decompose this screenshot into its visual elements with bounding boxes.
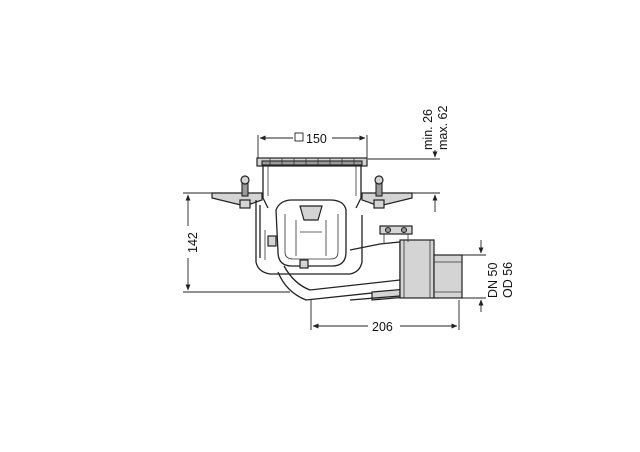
square-symbol — [294, 132, 304, 142]
drain-body — [211, 157, 463, 301]
grate — [261, 160, 363, 166]
top-width-label: 150 — [306, 132, 327, 146]
outlet-spigot — [433, 254, 463, 299]
height-label: 142 — [186, 232, 200, 253]
outlet-bracket — [379, 225, 413, 244]
odour-trap — [275, 199, 347, 267]
dimension-length: 206 — [310, 300, 460, 334]
dn-label: DN 50 — [486, 263, 500, 298]
outlet-coupler — [399, 239, 435, 299]
dimension-outlet-diameter: DN 50 OD 56 — [462, 240, 515, 312]
length-label: 206 — [372, 320, 393, 334]
flange-right — [361, 175, 413, 209]
flange-left — [211, 175, 263, 209]
dimension-top-width: 150 — [257, 132, 368, 160]
od-label: OD 56 — [501, 262, 515, 298]
outlet-pipe — [349, 239, 463, 301]
max-label: max. 62 — [436, 105, 450, 150]
outlet-bend — [277, 265, 419, 301]
min-label: min. 26 — [421, 109, 435, 150]
